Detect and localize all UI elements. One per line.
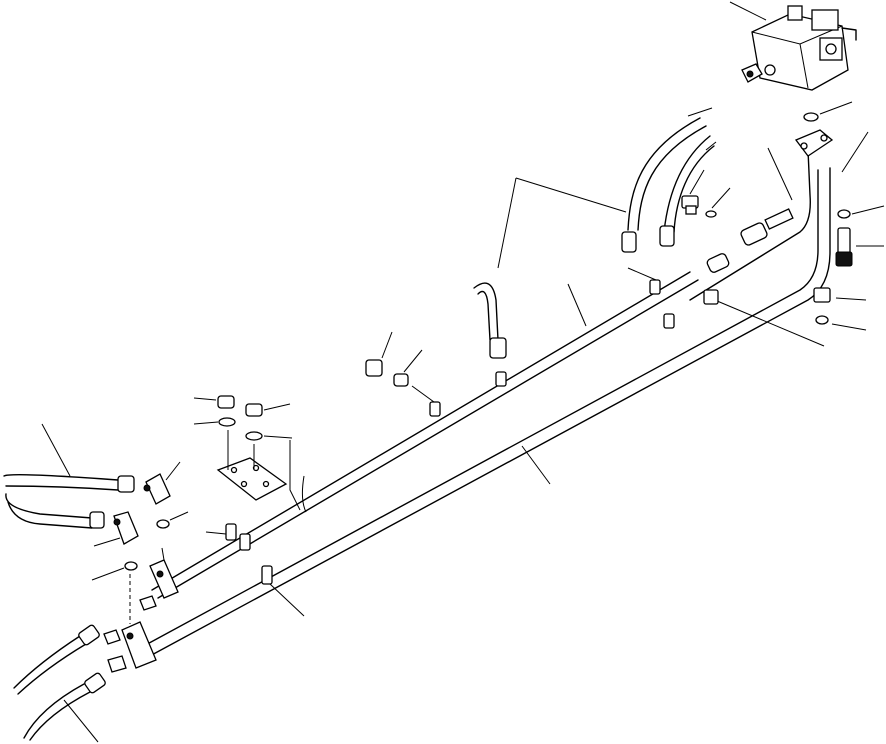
hose-top-pair — [621, 107, 717, 253]
washer — [218, 417, 236, 427]
leader-line — [831, 323, 867, 331]
leader-line — [263, 403, 291, 411]
o-ring — [156, 519, 170, 529]
leader-line — [93, 537, 121, 547]
mount-bracket — [216, 430, 307, 513]
pipe-tee-fitting — [703, 289, 719, 305]
hose-left-1 — [3, 473, 135, 493]
cap-nut — [365, 359, 383, 377]
hose-bottom-1 — [13, 624, 100, 695]
leader-line — [91, 567, 125, 581]
leader-line — [709, 297, 825, 347]
plug-fitting — [681, 195, 699, 215]
leader-line — [269, 583, 305, 617]
leader-line — [851, 205, 885, 215]
adapter-fitting — [813, 287, 831, 303]
leader-line — [841, 131, 869, 173]
leader-line — [835, 297, 867, 301]
leader-line — [193, 397, 217, 401]
control-valve — [741, 5, 857, 91]
nut — [217, 395, 263, 417]
leader-line — [403, 349, 423, 373]
o-ring — [705, 210, 717, 218]
o-ring — [124, 561, 138, 571]
leader-line — [165, 461, 181, 481]
rear-connector-block — [103, 621, 157, 673]
pipe-port — [225, 523, 273, 585]
leader-line — [711, 187, 731, 209]
hose-short-curved — [473, 282, 507, 359]
hose-left-2 — [5, 493, 105, 529]
washer — [245, 431, 263, 441]
supply-pipe-upper — [151, 271, 699, 599]
leader-line — [205, 531, 227, 535]
leader-line — [515, 177, 627, 213]
leader-line — [381, 331, 393, 359]
elbow-connector — [835, 227, 853, 267]
leader-line — [689, 169, 705, 195]
o-ring — [815, 315, 829, 325]
union-fitting — [706, 253, 730, 273]
leader-line — [627, 267, 657, 281]
leader-line — [41, 423, 71, 477]
leader-line — [263, 435, 293, 439]
leader-line — [411, 385, 435, 403]
pipe-end-nut — [740, 208, 794, 246]
leader-line — [63, 699, 99, 743]
leader-line — [193, 421, 219, 425]
pipe-flange — [794, 129, 834, 157]
return-pipe-lower — [139, 149, 831, 658]
leader-line — [819, 101, 853, 115]
front-connector-block — [139, 547, 179, 611]
leader-line — [729, 1, 767, 21]
leader-line — [521, 445, 551, 485]
leader-line — [767, 147, 793, 201]
elbow-fitting — [113, 511, 139, 545]
pipe-port — [429, 279, 675, 417]
leader-line — [497, 177, 517, 269]
o-ring — [837, 209, 851, 219]
hose-bottom-2 — [23, 672, 106, 741]
leader-line — [169, 511, 189, 521]
elbow-fitting — [143, 473, 171, 505]
o-ring — [803, 112, 819, 122]
plug — [393, 373, 409, 387]
leader-line — [567, 283, 587, 327]
